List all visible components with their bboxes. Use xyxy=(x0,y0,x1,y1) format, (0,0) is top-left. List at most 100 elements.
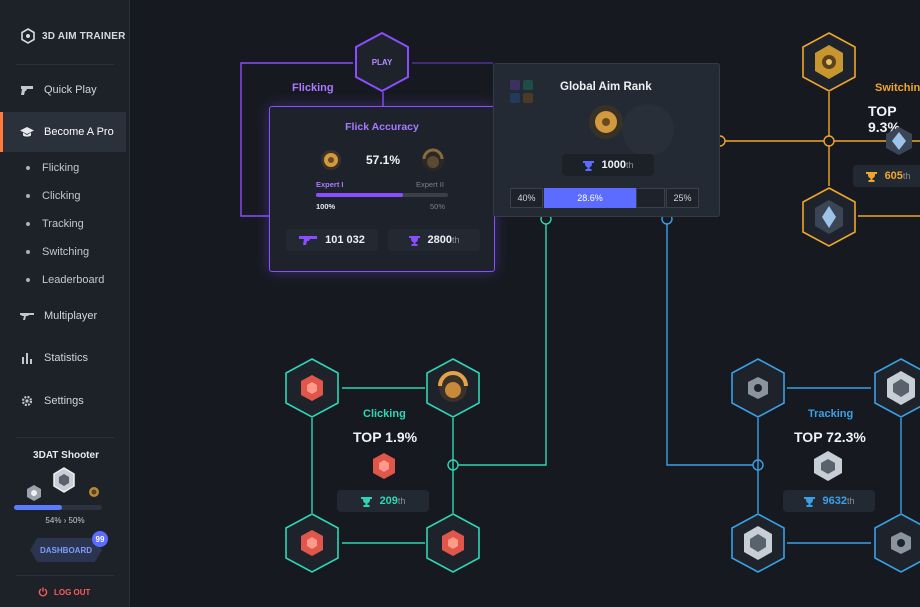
global-rank-title: Global Aim Rank xyxy=(560,81,652,93)
pistol-icon xyxy=(20,83,34,97)
rifle-icon xyxy=(20,309,34,323)
bar-chart-icon xyxy=(20,351,34,365)
clicking-hex-bottom-left[interactable] xyxy=(283,512,341,574)
flick-progress-start: 100% xyxy=(316,202,336,211)
nav-label: Multiplayer xyxy=(44,310,98,322)
global-rank-medal-icon xyxy=(589,104,674,156)
app-title: 3D AIM TRAINER xyxy=(42,30,126,42)
sub-nav-leaderboard[interactable]: Leaderboard xyxy=(26,274,104,286)
logout-button[interactable]: LOG OUT xyxy=(38,587,90,597)
rank-suffix: th xyxy=(846,496,855,506)
tracking-rank-emblem-icon xyxy=(814,451,842,481)
flick-progress-fill xyxy=(316,193,404,197)
nav-label: Statistics xyxy=(44,352,89,364)
trophy-icon xyxy=(803,496,815,507)
global-rank-gap xyxy=(636,188,665,208)
gun-icon xyxy=(299,236,318,245)
divider xyxy=(16,64,114,65)
play-hex-button[interactable] xyxy=(353,31,411,93)
nav-label: Settings xyxy=(44,395,84,407)
global-rank: 1000 xyxy=(601,159,626,171)
tracking-hex-bottom-left[interactable] xyxy=(729,512,787,574)
sub-nav-label: Tracking xyxy=(42,218,84,230)
clicking-hex-top-left[interactable] xyxy=(283,357,341,419)
play-label: PLAY xyxy=(371,58,393,67)
rank-suffix: th xyxy=(451,235,460,245)
sub-nav-flicking[interactable]: Flicking xyxy=(26,162,79,174)
nav-quick-play[interactable]: Quick Play xyxy=(0,70,126,110)
bullet xyxy=(26,278,30,282)
rank-suffix: th xyxy=(625,160,634,170)
bullet xyxy=(26,250,30,254)
nav-settings[interactable]: Settings xyxy=(0,381,126,421)
sub-nav-clicking[interactable]: Clicking xyxy=(26,190,81,202)
clicking-rank-pill: 209th xyxy=(337,490,429,512)
sub-nav-label: Clicking xyxy=(42,190,81,202)
sidebar: 3D AIM TRAINER Quick Play Become A Pro F… xyxy=(0,0,130,607)
divider xyxy=(16,437,114,438)
flick-accuracy-value: 57.1% xyxy=(366,153,401,167)
nav-statistics[interactable]: Statistics xyxy=(0,338,126,378)
sub-nav-label: Switching xyxy=(42,246,90,258)
flick-progress-bar xyxy=(316,193,448,197)
expert-next-label: Expert II xyxy=(416,180,444,189)
switching-gold-hex[interactable] xyxy=(800,31,858,93)
switching-label: Switching xyxy=(875,82,920,94)
nav-multiplayer[interactable]: Multiplayer xyxy=(0,296,126,336)
tracking-top-percent: TOP 72.3% xyxy=(794,429,866,445)
tracking-hex-top-right[interactable] xyxy=(872,357,920,419)
flick-rank: 2800 xyxy=(427,234,452,246)
clicking-rank-emblem-icon xyxy=(373,453,395,479)
expert-ii-medal-icon xyxy=(422,148,444,171)
tracking-hex-top-left[interactable] xyxy=(729,357,787,419)
profile-progress-fill xyxy=(14,505,62,510)
nav-become-pro[interactable]: Become A Pro xyxy=(0,112,126,152)
notification-badge: 99 xyxy=(92,531,108,547)
flick-progress-end: 50% xyxy=(430,202,446,211)
bullet xyxy=(26,194,30,198)
trophy-icon xyxy=(408,235,420,246)
flick-score: 101 032 xyxy=(325,234,365,246)
rank-suffix: th xyxy=(902,171,911,181)
trophy-icon xyxy=(360,496,372,507)
tracking-rank-pill: 9632th xyxy=(783,490,875,512)
dashboard-button[interactable]: DASHBOARD xyxy=(30,538,102,562)
flick-panel-title: Flick Accuracy xyxy=(345,121,419,133)
expert-i-medal-icon xyxy=(321,150,341,170)
flick-accuracy-panel[interactable]: Flick Accuracy 57.1% Expert I Expert II … xyxy=(269,106,495,272)
profile-progress-text: 54% › 50% xyxy=(45,516,85,525)
global-rank-right-pct: 25% xyxy=(666,188,699,208)
profile-progress-bar xyxy=(14,505,102,510)
sub-nav-tracking[interactable]: Tracking xyxy=(26,218,84,230)
flick-score-pill: 101 032 xyxy=(286,229,378,251)
expert-current-label: Expert I xyxy=(316,180,344,189)
sub-nav-label: Leaderboard xyxy=(42,274,105,286)
flicking-label: Flicking xyxy=(292,82,334,94)
power-icon xyxy=(38,587,48,597)
flick-rank-pill: 2800th xyxy=(388,229,480,251)
logout-label: LOG OUT xyxy=(54,587,91,597)
switching-diamond-hex[interactable] xyxy=(800,186,858,248)
clicking-label: Clicking xyxy=(363,408,406,420)
trophy-icon xyxy=(582,160,594,171)
gear-icon xyxy=(20,394,34,408)
global-rank-left-pct: 40% xyxy=(510,188,543,208)
clicking-hex-top-right[interactable] xyxy=(424,357,482,419)
tracking-hex-bottom-right[interactable] xyxy=(872,512,920,574)
dashboard-label: DASHBOARD xyxy=(40,545,92,555)
nav-label: Quick Play xyxy=(44,84,97,96)
sub-nav-label: Flicking xyxy=(42,162,80,174)
trophy-icon xyxy=(865,171,877,182)
graduation-cap-icon xyxy=(20,125,34,139)
global-rank-mid-pct: 28.6% xyxy=(544,188,636,208)
clicking-top-percent: TOP 1.9% xyxy=(353,429,418,445)
sub-nav-switching[interactable]: Switching xyxy=(26,246,89,258)
bullet xyxy=(26,222,30,226)
nav-label: Become A Pro xyxy=(44,126,114,138)
global-aim-rank-panel[interactable]: Global Aim Rank 1000th 40% 28.6% 25% xyxy=(493,63,720,217)
clicking-hex-bottom-right[interactable] xyxy=(424,512,482,574)
profile-card: 3DAT Shooter xyxy=(14,450,118,461)
switching-rank-pill: 605th xyxy=(853,165,920,187)
app-logo[interactable]: 3D AIM TRAINER xyxy=(20,28,126,44)
rank-suffix: th xyxy=(397,496,406,506)
